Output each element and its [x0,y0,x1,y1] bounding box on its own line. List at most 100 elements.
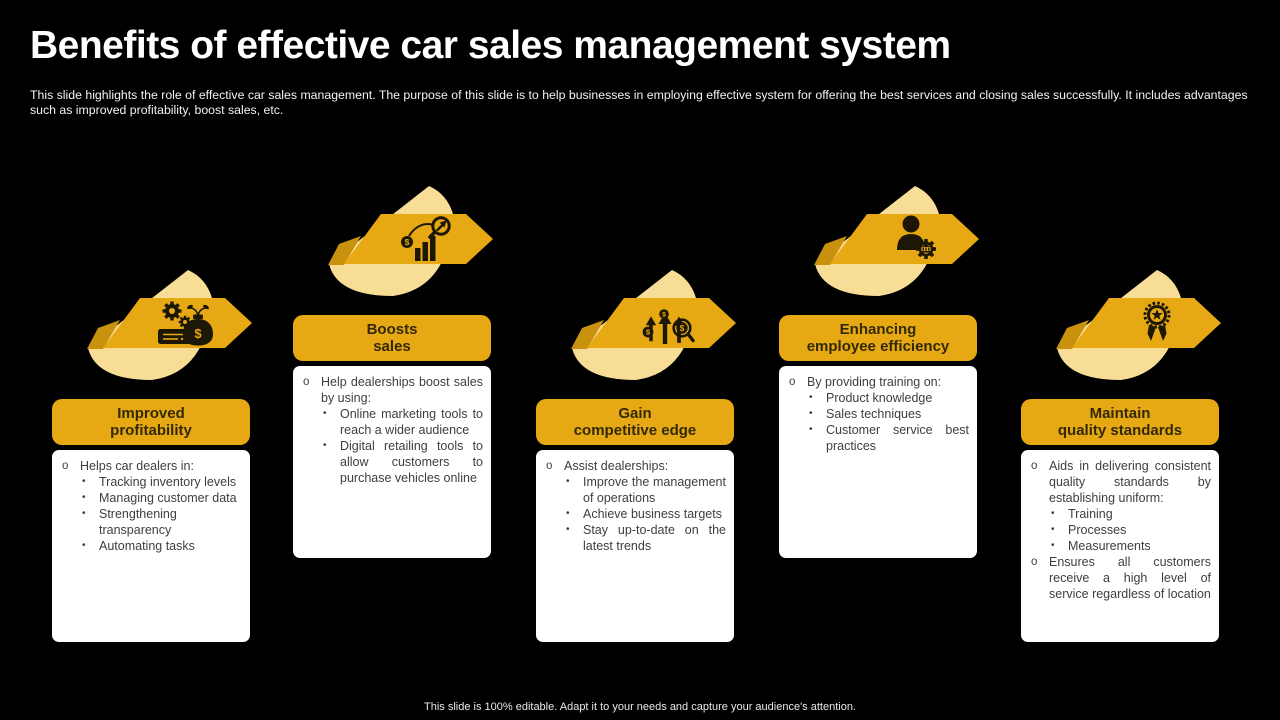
benefit-title: Enhancing employee efficiency [779,315,977,361]
leaf-arrow-ornament [571,270,736,380]
bullet-text: Digital retailing tools to allow custome… [340,439,483,485]
page-title: Benefits of effective car sales manageme… [30,24,951,67]
bullet-marker: • [566,508,570,519]
bullet-text: Help dealerships boost sales by using: [321,375,483,405]
employee-gear-icon [897,215,938,261]
benefit-column-gain-competitive-edge: Gain competitive edge o Assist dealership… [536,0,736,720]
bullet-item: • Training [1051,506,1211,522]
bullet-text: Helps car dealers in: [80,459,194,473]
benefit-body: o Aids in delivering consistent quality s… [1021,450,1219,642]
leaf-arrow-ornament: $ [87,270,252,380]
benefit-body: o By providing training on: • Product knowl… [779,366,977,558]
bullet-item: • Online marketing tools to reach a wider… [323,406,483,438]
bullet-text: Customer service best practices [826,423,969,453]
bullet-marker: • [809,408,813,419]
benefit-title-line1: Boosts [366,320,418,338]
bullet-marker: o [62,460,69,472]
award-ribbon-icon [1143,301,1171,341]
bullet-item: • Measurements [1051,538,1211,554]
rising-arrows-coins-icon [642,309,695,344]
bullet-text: Automating tasks [99,539,195,553]
bullet-item: o Assist dealerships: [546,458,726,474]
bullet-item: •Strengthening transparency [82,506,242,538]
bullet-marker: • [323,408,327,419]
bullet-item: • Achieve business targets [566,506,726,522]
bullet-marker: o [546,460,553,472]
bullet-item: • Digital retailing tools to allow custom… [323,438,483,486]
bullet-marker: • [1051,540,1055,551]
bullet-text: Measurements [1068,539,1151,553]
benefit-column-enhancing-employee-efficiency: Enhancing employee efficiency o By provid… [779,0,979,720]
bullet-text: Managing customer data [99,491,237,505]
bullet-marker: • [323,440,327,451]
benefit-title: Gain competitive edge [536,399,734,445]
bullet-item: • Stay up-to-date on the latest trends [566,522,726,554]
bullet-text: Assist dealerships: [564,459,669,473]
bullet-item: o Aids in delivering consistent quality s… [1031,458,1211,506]
bullet-item: • Automating tasks [82,538,242,554]
bullet-marker: o [789,376,796,388]
bullet-marker: • [566,524,570,535]
bullet-text: Training [1068,507,1113,521]
benefit-title-line2: competitive edge [573,422,697,439]
growth-chart-magnifier-icon [401,216,452,261]
bullet-marker: • [809,424,813,435]
gears-money-bag-icon: $ [158,299,213,346]
bullet-item: • Sales techniques [809,406,969,422]
benefit-body: o Assist dealerships: • Improve the managem… [536,450,734,642]
benefit-title-line2: employee efficiency [806,338,950,355]
benefit-title: Improved profitability [52,399,250,445]
bullet-item: o By providing training on: [789,374,969,390]
leaf-arrow-ornament [328,186,493,296]
bullet-text: Tracking inventory levels [99,475,237,489]
bullet-text: Ensures all customers receive a high lev… [1049,555,1211,601]
bullet-text: Online marketing tools to reach a wider … [340,407,483,437]
benefit-title-line2: sales [373,338,411,355]
bullet-marker: • [566,476,570,487]
bullet-text: By providing training on: [807,375,942,389]
bullet-text: Aids in delivering consistent quality st… [1049,459,1211,505]
benefit-title: Maintain quality standards [1021,399,1219,445]
benefit-title-line1: Gain [618,404,652,422]
bullet-text: Improve the management of operations [583,475,726,505]
benefit-title-line2: profitability [110,422,192,439]
bullet-marker: o [303,376,310,388]
page-description: This slide highlights the role of effect… [30,88,1248,117]
svg-text:$: $ [194,326,202,341]
bullet-marker: • [82,540,86,551]
bullet-marker: o [1031,556,1038,568]
bullet-text: Sales techniques [826,407,922,421]
bullet-item: • Improve the management of operations [566,474,726,506]
bullet-item: • Product knowledge [809,390,969,406]
bullet-marker: • [1051,524,1055,535]
benefit-title-line1: Improved [117,404,185,422]
benefit-title: Boosts sales [293,315,491,361]
bullet-item: • Tracking inventory levels [82,474,242,490]
bullet-marker: • [809,392,813,403]
bullet-item: o Ensures all customers receive a high le… [1031,554,1211,602]
bullet-text: Processes [1068,523,1127,537]
bullet-marker: • [82,508,86,519]
benefit-column-boosts-sales: Boosts sales o Help dealerships boost sal… [293,0,493,720]
benefit-title-line1: Enhancing [839,320,917,338]
bullet-item: o Helps car dealers in: [62,458,242,474]
benefit-title-line2: quality standards [1057,422,1183,439]
bullet-item: • Managing customer data [82,490,242,506]
bullet-marker: • [1051,508,1055,519]
leaf-arrow-ornament [814,186,979,296]
benefit-column-maintain-quality-standards: Maintain quality standards o Aids in deli… [1021,0,1221,720]
bullet-text: Product knowledge [826,391,933,405]
bullet-text: Achieve business targets [583,507,722,521]
leaf-arrow-ornament [1056,270,1221,380]
benefit-column-improved-profitability: $ Improved profitability o Helps car deal… [52,0,252,720]
bullet-item: o Help dealerships boost sales by using: [303,374,483,406]
bullet-marker: • [82,492,86,503]
bullet-item: • Customer service best practices [809,422,969,454]
bullet-marker: • [82,476,86,487]
bullet-marker: o [1031,460,1038,472]
bullet-text: Stay up-to-date on the latest trends [583,523,726,553]
benefit-title-line1: Maintain [1089,404,1151,422]
slide-footer-note: This slide is 100% editable. Adapt it to… [424,701,856,713]
